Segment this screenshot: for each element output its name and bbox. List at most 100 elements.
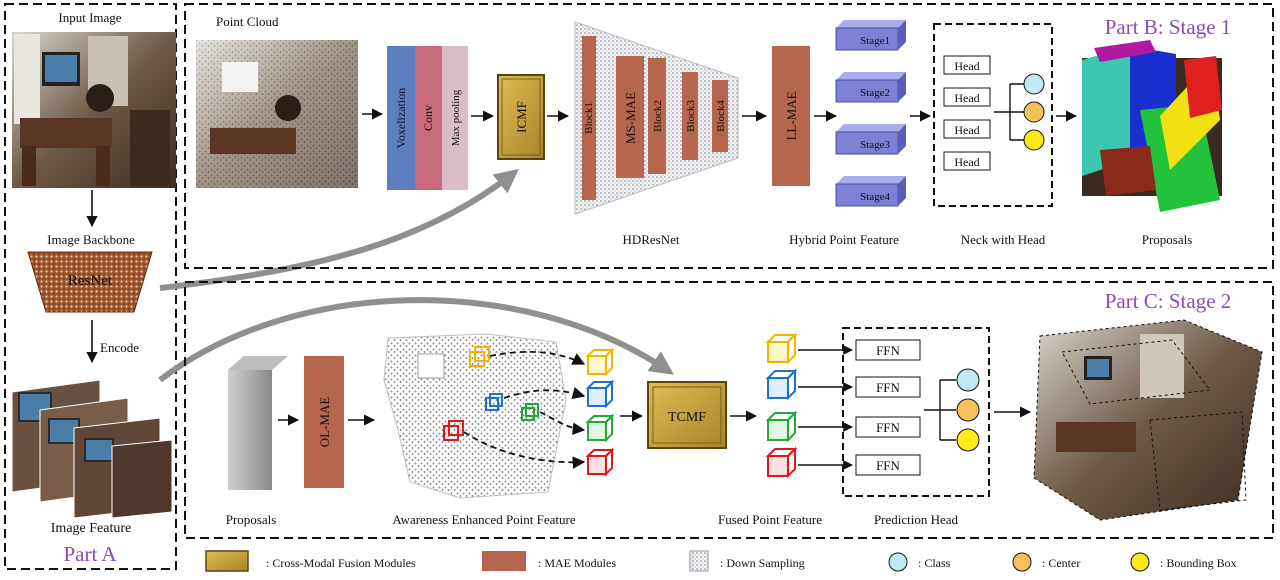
image-backbone-label: Image Backbone bbox=[47, 232, 135, 247]
encode-label: Encode bbox=[100, 340, 139, 355]
neck-with-head-frame bbox=[933, 23, 1053, 207]
voxelization-label: Voxelization bbox=[394, 88, 408, 148]
ll-mae-label: LL-MAE bbox=[784, 91, 799, 140]
part-b-title: Part B: Stage 1 bbox=[1105, 15, 1232, 39]
ffn-label-1: FFN bbox=[876, 343, 900, 358]
icmf-module bbox=[497, 74, 545, 160]
ol-mae-label: OL-MAE bbox=[317, 397, 332, 448]
icmf-inner bbox=[501, 78, 541, 156]
conv-layer bbox=[415, 46, 442, 190]
ffn-box-4 bbox=[855, 454, 921, 476]
awareness-feature-label: Awareness Enhanced Point Feature bbox=[392, 512, 576, 527]
fused-cube-red bbox=[765, 446, 798, 479]
legend-fusion-label: : Cross-Modal Fusion Modules bbox=[266, 556, 416, 570]
prediction-head-frame bbox=[842, 327, 990, 497]
neck-with-head-label: Neck with Head bbox=[961, 232, 1046, 247]
dashed-arrow-blue bbox=[503, 386, 586, 400]
proposals-label-b: Proposals bbox=[1142, 232, 1193, 247]
stage-2-label: Stage2 bbox=[860, 87, 890, 99]
yellow-proposal-cube bbox=[469, 346, 490, 367]
legend-mae-label: : MAE Modules bbox=[538, 556, 616, 570]
green-proposal-cube bbox=[521, 403, 539, 421]
ffn-box-1 bbox=[855, 339, 921, 361]
prediction-head-label: Prediction Head bbox=[874, 512, 959, 527]
stage-1: Stage1 bbox=[835, 20, 906, 51]
roi-cube-green bbox=[585, 413, 615, 443]
legend-fusion-swatch bbox=[205, 550, 249, 572]
tcmf-label: TCMF bbox=[668, 410, 706, 425]
block2-label: Block2 bbox=[652, 100, 664, 132]
class-circle-c bbox=[956, 368, 980, 392]
tcmf-inner bbox=[652, 386, 722, 444]
center-circle-c bbox=[956, 398, 980, 422]
block3-label: Block3 bbox=[685, 100, 697, 132]
input-image bbox=[12, 32, 176, 188]
head-label-1: Head bbox=[954, 59, 979, 73]
ffn-box-3 bbox=[855, 416, 921, 438]
stage-3-label: Stage3 bbox=[860, 139, 890, 151]
legend-bbox-label: : Bounding Box bbox=[1160, 556, 1237, 570]
stage-4-label: Stage4 bbox=[860, 191, 890, 203]
legend-down-swatch bbox=[689, 550, 709, 572]
dashed-arrow-green bbox=[539, 411, 586, 436]
ffn-connector bbox=[924, 379, 956, 441]
legend-down-label: : Down Sampling bbox=[720, 556, 805, 570]
dashed-arrow-yellow bbox=[489, 351, 586, 365]
resnet-trapezoid bbox=[27, 251, 153, 313]
head-label-4: Head bbox=[954, 155, 979, 169]
block4-label: Block4 bbox=[715, 100, 727, 132]
image-feature-stack bbox=[11, 379, 173, 519]
roi-cube-yellow bbox=[585, 347, 615, 377]
stage-4: Stage4 bbox=[835, 176, 906, 207]
dashed-arrow-red bbox=[463, 431, 586, 469]
conv-label: Conv bbox=[421, 105, 435, 131]
head-label-3: Head bbox=[954, 123, 979, 137]
cloud-monitor bbox=[417, 353, 445, 379]
ll-mae-module bbox=[772, 46, 810, 186]
proposals-label-c: Proposals bbox=[226, 512, 277, 527]
proposals-3d-boxes bbox=[1082, 40, 1222, 212]
input-image-label: Input Image bbox=[58, 10, 121, 25]
resnet-label: ResNet bbox=[68, 273, 113, 289]
head-box-4 bbox=[943, 151, 991, 171]
legend-class-swatch bbox=[888, 552, 908, 572]
final-detection-result bbox=[1033, 319, 1263, 521]
head-box-1 bbox=[943, 55, 991, 75]
center-circle-b bbox=[1023, 101, 1045, 123]
max-pooling-label: Max pooling bbox=[450, 89, 462, 146]
stage-1-label: Stage1 bbox=[860, 35, 890, 47]
blue-proposal-cube bbox=[485, 393, 503, 411]
block2 bbox=[648, 58, 666, 174]
part-c-title: Part C: Stage 2 bbox=[1105, 289, 1232, 313]
ms-mae-label: MS-MAE bbox=[623, 92, 638, 144]
max-pooling-layer bbox=[442, 46, 468, 190]
ffn-label-2: FFN bbox=[876, 380, 900, 395]
tcmf-module bbox=[647, 381, 727, 449]
ffn-box-2 bbox=[855, 376, 921, 398]
head-connector bbox=[994, 83, 1024, 141]
ffn-label-3: FFN bbox=[876, 420, 900, 435]
head-label-2: Head bbox=[954, 91, 979, 105]
icmf-label: ICMF bbox=[514, 101, 529, 133]
legend-class-label: : Class bbox=[918, 556, 951, 570]
head-box-3 bbox=[943, 119, 991, 139]
roi-cube-red bbox=[585, 447, 615, 477]
part-b-frame bbox=[184, 3, 1274, 269]
point-cloud-label: Point Cloud bbox=[216, 14, 279, 29]
part-a-title: Part A bbox=[63, 542, 117, 566]
fused-cube-blue bbox=[765, 368, 798, 401]
image-feature-label: Image Feature bbox=[51, 521, 131, 536]
image-to-tcmf-arrow bbox=[158, 297, 674, 383]
red-proposal-cube bbox=[443, 420, 464, 441]
fused-cube-yellow bbox=[765, 332, 798, 365]
class-circle-b bbox=[1023, 73, 1045, 95]
ol-mae-module bbox=[304, 356, 344, 488]
bbox-circle-b bbox=[1023, 129, 1045, 151]
hybrid-feature-label: Hybrid Point Feature bbox=[789, 232, 899, 247]
point-cloud-image bbox=[196, 40, 358, 188]
ffn-label-4: FFN bbox=[876, 458, 900, 473]
head-box-2 bbox=[943, 87, 991, 107]
ms-mae-block bbox=[616, 56, 644, 178]
block1-label: Block1 bbox=[583, 102, 595, 134]
